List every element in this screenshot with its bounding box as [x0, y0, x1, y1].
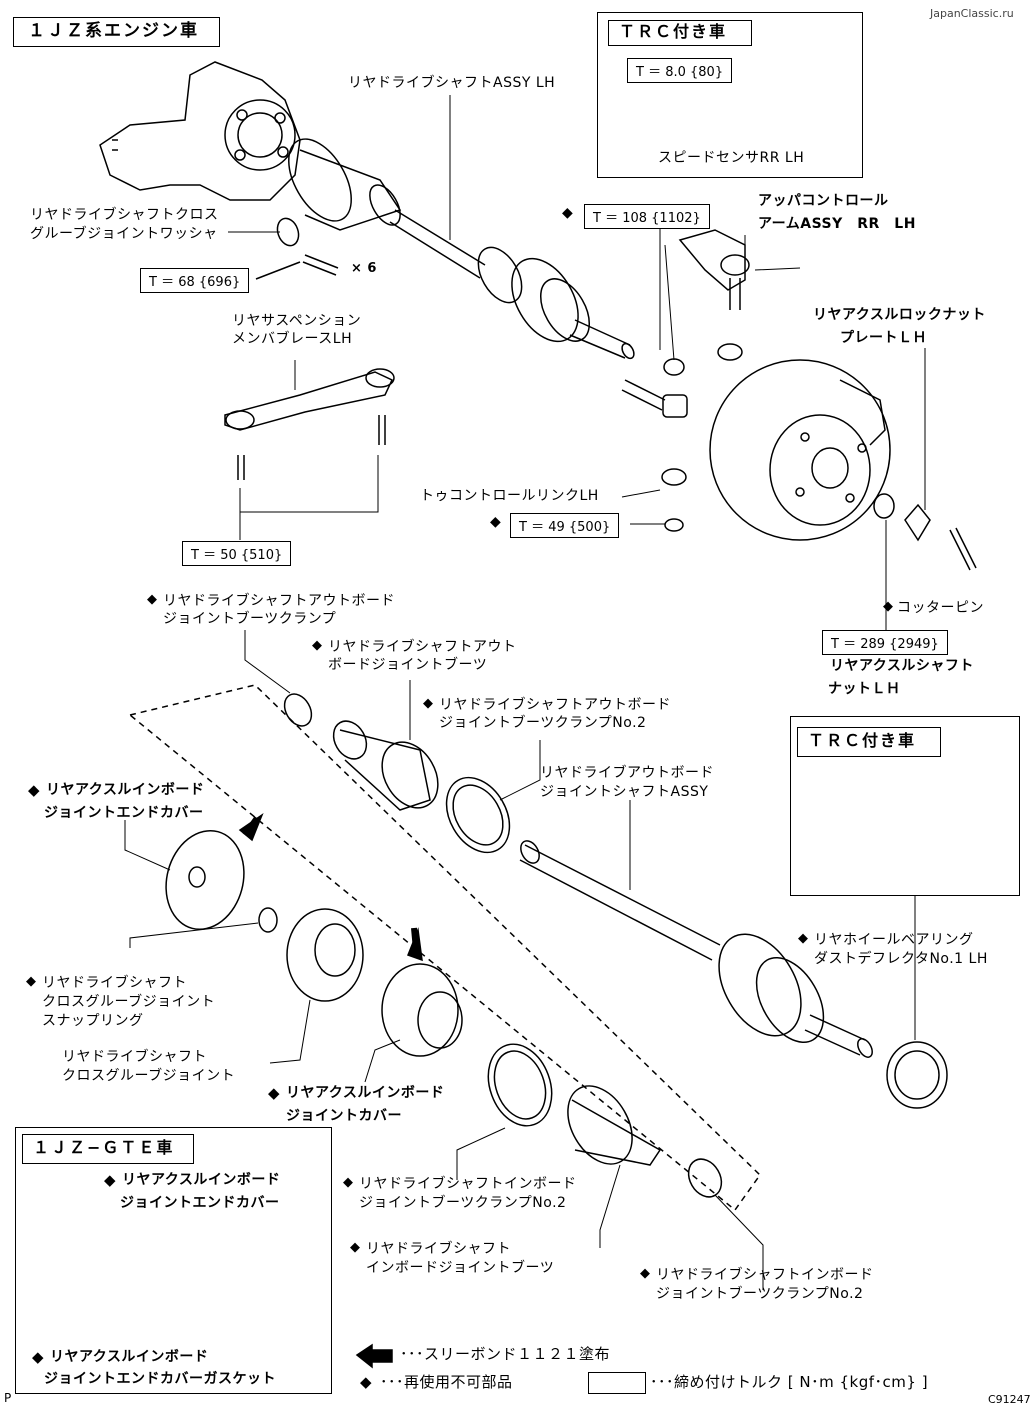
diamond-108: ◆: [562, 205, 573, 221]
torque-box-8: T ＝ 8.0 {80}: [627, 58, 733, 83]
label-shaft-nut-2: ナットＬＨ: [828, 681, 901, 697]
label-ob-shaft-1: リヤドライブアウトボード: [540, 765, 714, 781]
label-snap-ring-1: リヤドライブシャフト: [42, 975, 187, 991]
diamond-gte-gasket: ◆: [32, 1348, 44, 1366]
label-ob-clamp2-1: リヤドライブシャフトアウトボード: [439, 697, 671, 713]
inboard-parts-drawing: [165, 829, 723, 1198]
label-cross-joint-2: クロスグルーブジョイント: [62, 1068, 236, 1084]
diamond-ib-clamp2a: ◆: [343, 1175, 353, 1190]
trc-right-title: ＴＲＣ付き車: [808, 731, 917, 750]
trc-right-title-box: ＴＲＣ付き車: [797, 727, 941, 757]
gte-title-box: １ＪＺ−ＧＴＥ車: [22, 1134, 194, 1164]
label-lock-nut-plate-2: プレートＬＨ: [840, 330, 927, 346]
drive-shaft-drawing: [288, 138, 635, 360]
label-gte-gasket-1: リヤアクスルインボード: [50, 1349, 209, 1365]
label-ib-end-cover-2: ジョイントエンドカバー: [44, 805, 204, 821]
label-ib-cover-2: ジョイントカバー: [286, 1108, 402, 1124]
label-member-brace-2: メンバブレースLH: [232, 331, 353, 347]
label-ob-clamp2-2: ジョイントブーツクランプNo.2: [439, 715, 647, 731]
diamond-ib-cover: ◆: [268, 1084, 280, 1102]
engine-1jz-title: １ＪＺ系エンジン車: [28, 21, 199, 41]
label-ib-boot-2: インボードジョイントブーツ: [366, 1260, 555, 1276]
label-ob-clamp-2: ジョイントブーツクランプ: [163, 611, 337, 627]
label-upper-arm-2: アームASSY RR LH: [758, 216, 916, 232]
washer-drawing: [276, 217, 300, 247]
gte-frame: [15, 1127, 332, 1394]
bolt-drawing: [302, 254, 339, 276]
label-shaft-nut-1: リヤアクスルシャフト: [830, 658, 974, 674]
outboard-parts-drawing: [283, 693, 511, 854]
legend-non-reusable: ･･･再使用不可部品: [380, 1373, 513, 1391]
trc-top-title: ＴＲＣ付き車: [619, 22, 728, 41]
label-ob-clamp-1: リヤドライブシャフトアウトボード: [163, 593, 395, 609]
gte-title: １ＪＺ−ＧＴＥ車: [33, 1138, 175, 1157]
diamond-ob-boot: ◆: [312, 638, 322, 653]
label-ib-cover-1: リヤアクスルインボード: [286, 1085, 445, 1101]
label-speed-sensor: スピードセンサRR LH: [658, 150, 805, 166]
cotter-pin-drawing: [949, 527, 977, 571]
label-ib-clamp2a-2: ジョイントブーツクランプNo.2: [359, 1195, 567, 1211]
label-deflector-2: ダストデフレクタNo.1 LH: [814, 951, 988, 967]
rear-knuckle-drawing: [678, 229, 891, 541]
label-ib-clamp2b-1: リヤドライブシャフトインボード: [656, 1267, 874, 1283]
legend-diamond-icon: ◆: [360, 1373, 372, 1391]
page-mark: P: [4, 1391, 12, 1405]
label-ob-boot-2: ボードジョイントブーツ: [328, 657, 488, 673]
diamond-ob-clamp: ◆: [147, 592, 157, 607]
label-member-brace-1: リヤサスペンション: [232, 313, 362, 329]
label-ib-boot-1: リヤドライブシャフト: [366, 1241, 511, 1257]
watermark: JapanClassic.ru: [930, 7, 1014, 20]
label-deflector-1: リヤホイールベアリング: [814, 932, 974, 948]
bolt-multiplier: × 6: [351, 261, 377, 276]
outboard-shaft-drawing: [519, 840, 873, 1058]
label-snap-ring-3: スナップリング: [42, 1013, 144, 1029]
label-gte-gasket-2: ジョイントエンドカバーガスケット: [44, 1371, 276, 1387]
diamond-ib-clamp2b: ◆: [640, 1266, 650, 1281]
label-upper-arm-1: アッパコントロール: [758, 193, 889, 209]
diamond-snap-ring: ◆: [26, 974, 36, 989]
diamond-gte-end-cover: ◆: [104, 1171, 116, 1189]
deflector-drawing: [886, 1041, 948, 1109]
label-snap-ring-2: クロスグルーブジョイント: [42, 994, 216, 1010]
torque-box-289: T ＝ 289 {2949}: [822, 630, 948, 655]
label-ib-end-cover-1: リヤアクスルインボード: [46, 782, 205, 798]
legend-arrow-icon: [355, 1343, 393, 1369]
label-gte-end-cover-1: リヤアクスルインボード: [122, 1172, 281, 1188]
axle-nut-drawing: [873, 493, 895, 519]
label-ib-clamp2b-2: ジョイントブーツクランプNo.2: [656, 1286, 864, 1302]
leader-lines: [124, 95, 926, 1345]
torque-box-108: T ＝ 108 {1102}: [584, 204, 710, 229]
engine-1jz-box: １ＪＺ系エンジン車: [13, 17, 220, 47]
legend-threebond: ･･･スリーボンド１１２１塗布: [400, 1345, 611, 1363]
label-cross-groove-washer-2: グルーブジョイントワッシャ: [30, 226, 218, 242]
member-brace-drawing: [224, 368, 395, 480]
label-ib-clamp2a-1: リヤドライブシャフトインボード: [359, 1176, 577, 1192]
torque-box-68: T ＝ 68 {696}: [140, 268, 250, 293]
torque-box-50: T ＝ 50 {510}: [182, 541, 292, 566]
exploded-view-outline: [128, 684, 761, 1212]
diamond-ob-clamp2: ◆: [423, 696, 433, 711]
diamond-cotter-pin: ◆: [883, 599, 893, 614]
label-cotter-pin: コッターピン: [897, 600, 984, 616]
lock-nut-plate-drawing: [904, 503, 931, 542]
legend-torque-box-icon: [588, 1372, 646, 1394]
diamond-ib-end-cover: ◆: [28, 781, 40, 799]
diamond-49: ◆: [490, 514, 501, 530]
label-gte-end-cover-2: ジョイントエンドカバー: [120, 1195, 280, 1211]
label-shaft-assy-lh: リヤドライブシャフトASSY LH: [348, 75, 556, 91]
trc-top-title-box: ＴＲＣ付き車: [608, 20, 752, 46]
diamond-ib-boot: ◆: [350, 1240, 360, 1255]
figure-code: C91247: [988, 1393, 1031, 1406]
label-cross-joint-1: リヤドライブシャフト: [62, 1049, 207, 1065]
torque-box-49: T ＝ 49 {500}: [510, 513, 620, 538]
legend-torque: ･･･締め付けトルク [ N･m {kgf･cm} ]: [650, 1373, 929, 1391]
label-ob-shaft-2: ジョイントシャフトASSY: [540, 784, 709, 800]
differential-housing-drawing: [99, 61, 301, 201]
label-cross-groove-washer-1: リヤドライブシャフトクロス: [30, 207, 219, 223]
toe-control-link-drawing: [621, 358, 688, 532]
label-lock-nut-plate-1: リヤアクスルロックナット: [813, 307, 986, 323]
label-toe-link: トゥコントロールリンクLH: [420, 488, 599, 504]
diamond-deflector: ◆: [798, 931, 808, 946]
label-ob-boot-1: リヤドライブシャフトアウト: [328, 639, 517, 655]
